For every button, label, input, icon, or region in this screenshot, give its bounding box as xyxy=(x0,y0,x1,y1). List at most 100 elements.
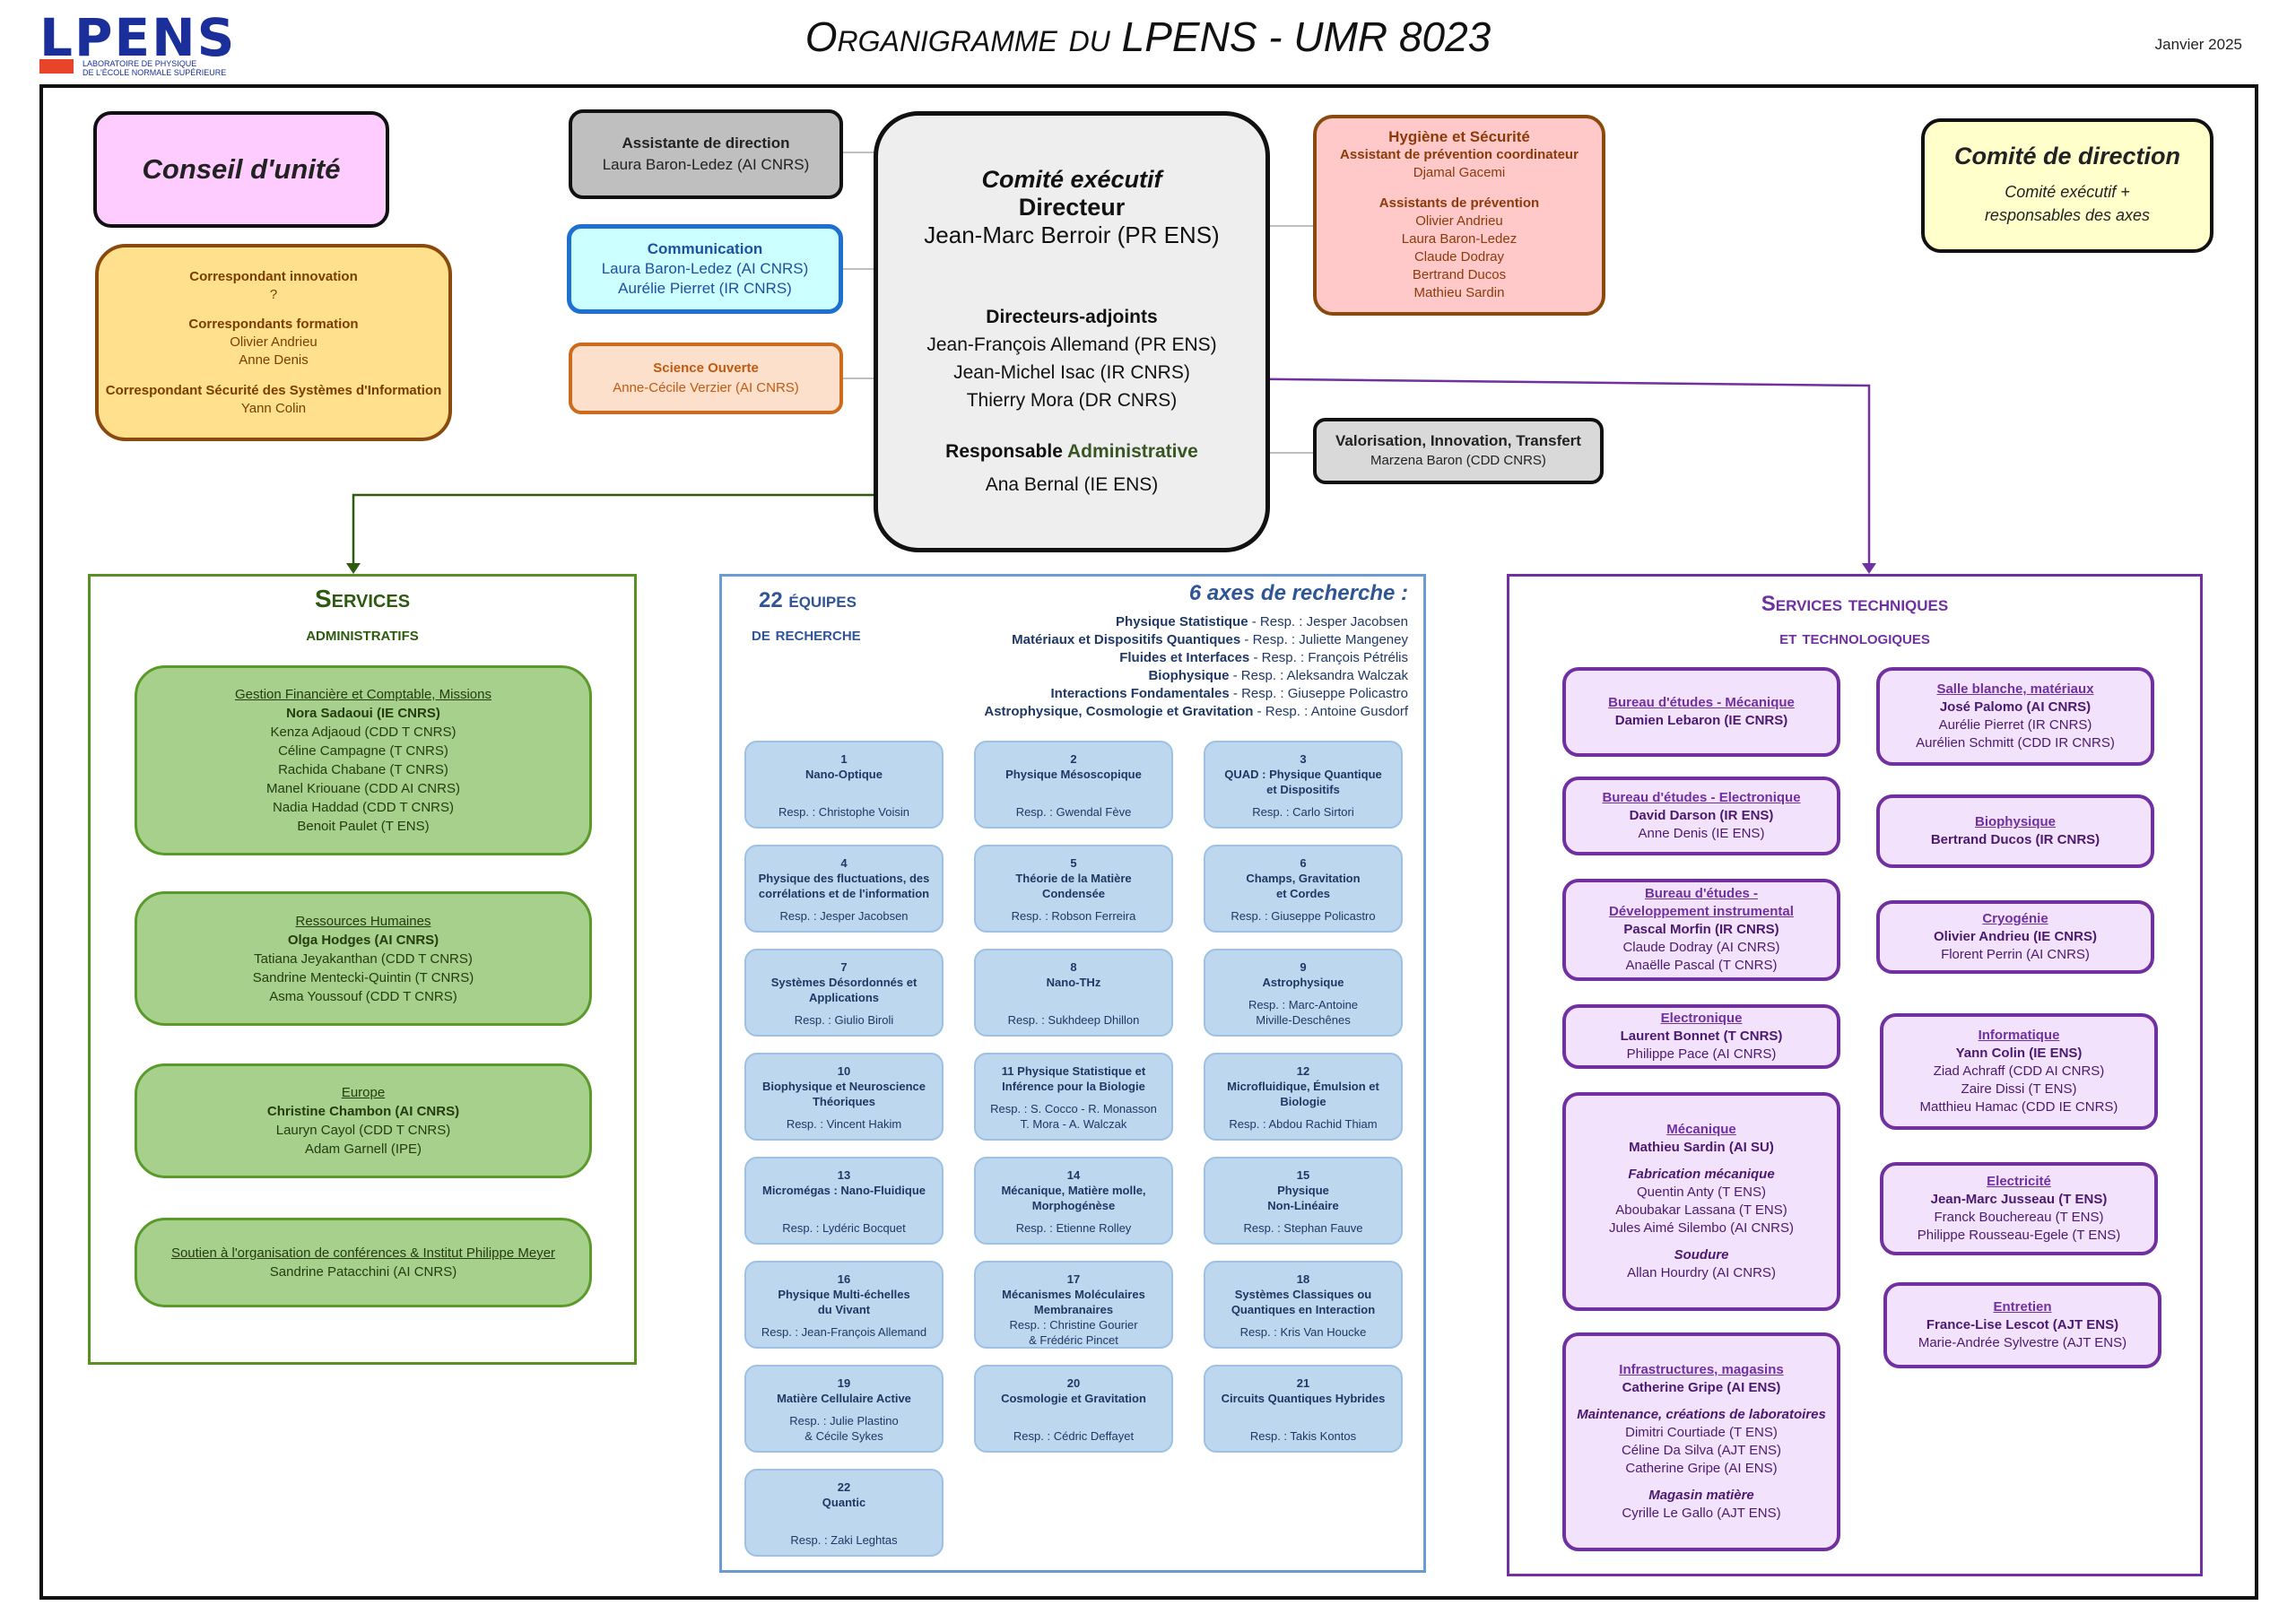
team-resp: Resp. : Kris Van Houcke xyxy=(1239,1325,1367,1339)
team-resp-block: Resp. : Zaki Leghtas xyxy=(790,1532,897,1548)
equipes-title-1: 22 équipes xyxy=(759,588,857,612)
equipes-recherche-panel xyxy=(719,574,1426,1573)
tech-service-title: Electricité xyxy=(1987,1174,2051,1189)
comite-direction-box: Comité de direction Comité exécutif + re… xyxy=(1921,118,2213,253)
science-ouverte-box: Science Ouverte Anne-Cécile Verzier (AI … xyxy=(569,343,843,414)
sa-member: Benoit Paulet (T ENS) xyxy=(297,819,430,834)
services-tech-title-1: Services techniques xyxy=(1761,592,1949,616)
team-number: 8 xyxy=(1070,960,1077,974)
science-ouverte-title: Science Ouverte xyxy=(653,360,759,376)
assist-name: Olivier Andrieu xyxy=(1415,213,1503,229)
team-name: Biophysique et Neuroscience xyxy=(761,1080,926,1093)
team-name: Membranaires xyxy=(1033,1303,1114,1316)
equipes-title-2: de recherche xyxy=(752,624,861,645)
team-resp: Resp. : Giulio Biroli xyxy=(794,1013,894,1027)
tech-member: Aurélie Pierret (IR CNRS) xyxy=(1938,717,2092,733)
director-name: Jean-Marc Berroir (PR ENS) xyxy=(924,221,1220,248)
team-name: Systèmes Désordonnés et xyxy=(770,976,918,989)
sa-group-title: Europe xyxy=(341,1085,386,1100)
team-name: Systèmes Classiques ou xyxy=(1234,1288,1372,1301)
hygiene-title: Hygiène et Sécurité xyxy=(1388,128,1530,146)
logo-text: LPENS xyxy=(39,7,237,68)
ssi-name: Yann Colin xyxy=(240,400,307,416)
axe-item: Interactions Fondamentales - Resp. : Giu… xyxy=(897,685,1408,703)
team-resp: Resp. : Stephan Fauve xyxy=(1243,1221,1363,1235)
tech-member: Dimitri Courtiade (T ENS) xyxy=(1625,1425,1778,1440)
logo-mark xyxy=(39,59,74,74)
tech-service-box: Bureau d'études - Electronique David Dar… xyxy=(1562,777,1840,855)
communication-name: Aurélie Pierret (IR CNRS) xyxy=(618,280,792,297)
axe-resp: - Resp. : Antoine Gusdorf xyxy=(1253,704,1408,719)
ssi-title: Correspondant Sécurité des Systèmes d'In… xyxy=(105,382,442,398)
tech-member: Zaire Dissi (T ENS) xyxy=(1961,1081,2077,1097)
coord-name: Djamal Gacemi xyxy=(1413,165,1506,181)
axe-item: Biophysique - Resp. : Aleksandra Walczak xyxy=(897,667,1408,685)
team-resp-block: Resp. : Giuseppe Policastro xyxy=(1231,908,1375,924)
team-name: du Vivant xyxy=(817,1303,871,1316)
axe-resp: - Resp. : Jesper Jacobsen xyxy=(1248,614,1408,629)
team-resp: Resp. : Marc-Antoine xyxy=(1248,998,1359,1011)
team-number: 7 xyxy=(840,960,848,974)
logo-tagline-1: Laboratoire de physique xyxy=(83,59,197,68)
axe-item: Fluides et Interfaces - Resp. : François… xyxy=(897,649,1408,667)
team-resp: & Frédéric Pincet xyxy=(1029,1333,1118,1347)
team-name: Microfluidique, Émulsion et xyxy=(1227,1080,1379,1093)
adjoint-name: Jean-François Allemand (PR ENS) xyxy=(926,334,1217,355)
sa-group-europe: Europe Christine Chambon (AI CNRS) Laury… xyxy=(135,1063,592,1178)
logo-tagline-2: de l'École normale supérieure xyxy=(83,68,227,77)
tech-member: Allan Hourdry (AI CNRS) xyxy=(1627,1265,1776,1280)
tech-member: Bertrand Ducos (IR CNRS) xyxy=(1930,832,2100,847)
team-name: et Dispositifs xyxy=(1266,783,1340,796)
axes-title: 6 axes de recherche : xyxy=(1188,581,1408,605)
team-name: Cosmologie et Gravitation xyxy=(1001,1392,1146,1405)
assist-name: Bertrand Ducos xyxy=(1412,266,1507,282)
team-number: 19 xyxy=(837,1376,851,1390)
team-name: Non-Linéaire xyxy=(1267,1199,1339,1212)
team-name: et Cordes xyxy=(1276,887,1330,900)
team-name: Nano-THz xyxy=(1046,976,1101,989)
tech-member: Anne Denis (IE ENS) xyxy=(1638,826,1765,841)
tech-member: Laurent Bonnet (T CNRS) xyxy=(1620,1028,1783,1044)
team-resp: Miville-Deschênes xyxy=(1256,1013,1351,1027)
team-resp: Resp. : Gwendal Fève xyxy=(1015,805,1132,819)
assistante-direction-box: Assistante de direction Laura Baron-Lede… xyxy=(569,109,843,199)
team-resp-block: Resp. : Abdou Rachid Thiam xyxy=(1229,1116,1377,1132)
team-number: 1 xyxy=(840,752,848,766)
team-resp: Resp. : Carlo Sirtori xyxy=(1252,805,1354,819)
tech-service-title: Electronique xyxy=(1660,1011,1743,1026)
team-resp-block: Resp. : Vincent Hakim xyxy=(787,1116,901,1132)
team-resp-block: Resp. : Sukhdeep Dhillon xyxy=(1008,1012,1140,1028)
team-name: Quantiques en Interaction xyxy=(1231,1303,1376,1316)
sa-member: Sandrine Patacchini (AI CNRS) xyxy=(269,1264,457,1280)
tech-member: Aboubakar Lassana (T ENS) xyxy=(1615,1202,1787,1218)
team-resp: Resp. : Etienne Rolley xyxy=(1015,1221,1132,1235)
team-resp-block: Resp. : Kris Van Houcke xyxy=(1240,1324,1367,1340)
team-resp: Resp. : S. Cocco - R. Monasson xyxy=(990,1102,1157,1115)
team-name: Applications xyxy=(808,991,879,1004)
tech-service-title: Développement instrumental xyxy=(1609,904,1794,919)
team-number: 2 xyxy=(1070,752,1077,766)
team-name: Nano-Optique xyxy=(805,768,883,781)
axe-name: Physique Statistique xyxy=(1116,614,1248,629)
sa-member: Manel Kriouane (CDD AI CNRS) xyxy=(266,781,460,796)
tech-member: Aurélien Schmitt (CDD IR CNRS) xyxy=(1916,735,2115,751)
tech-service-box: Bureau d'études -Développement instrumen… xyxy=(1562,879,1840,981)
tech-member: David Darson (IR ENS) xyxy=(1629,808,1774,823)
